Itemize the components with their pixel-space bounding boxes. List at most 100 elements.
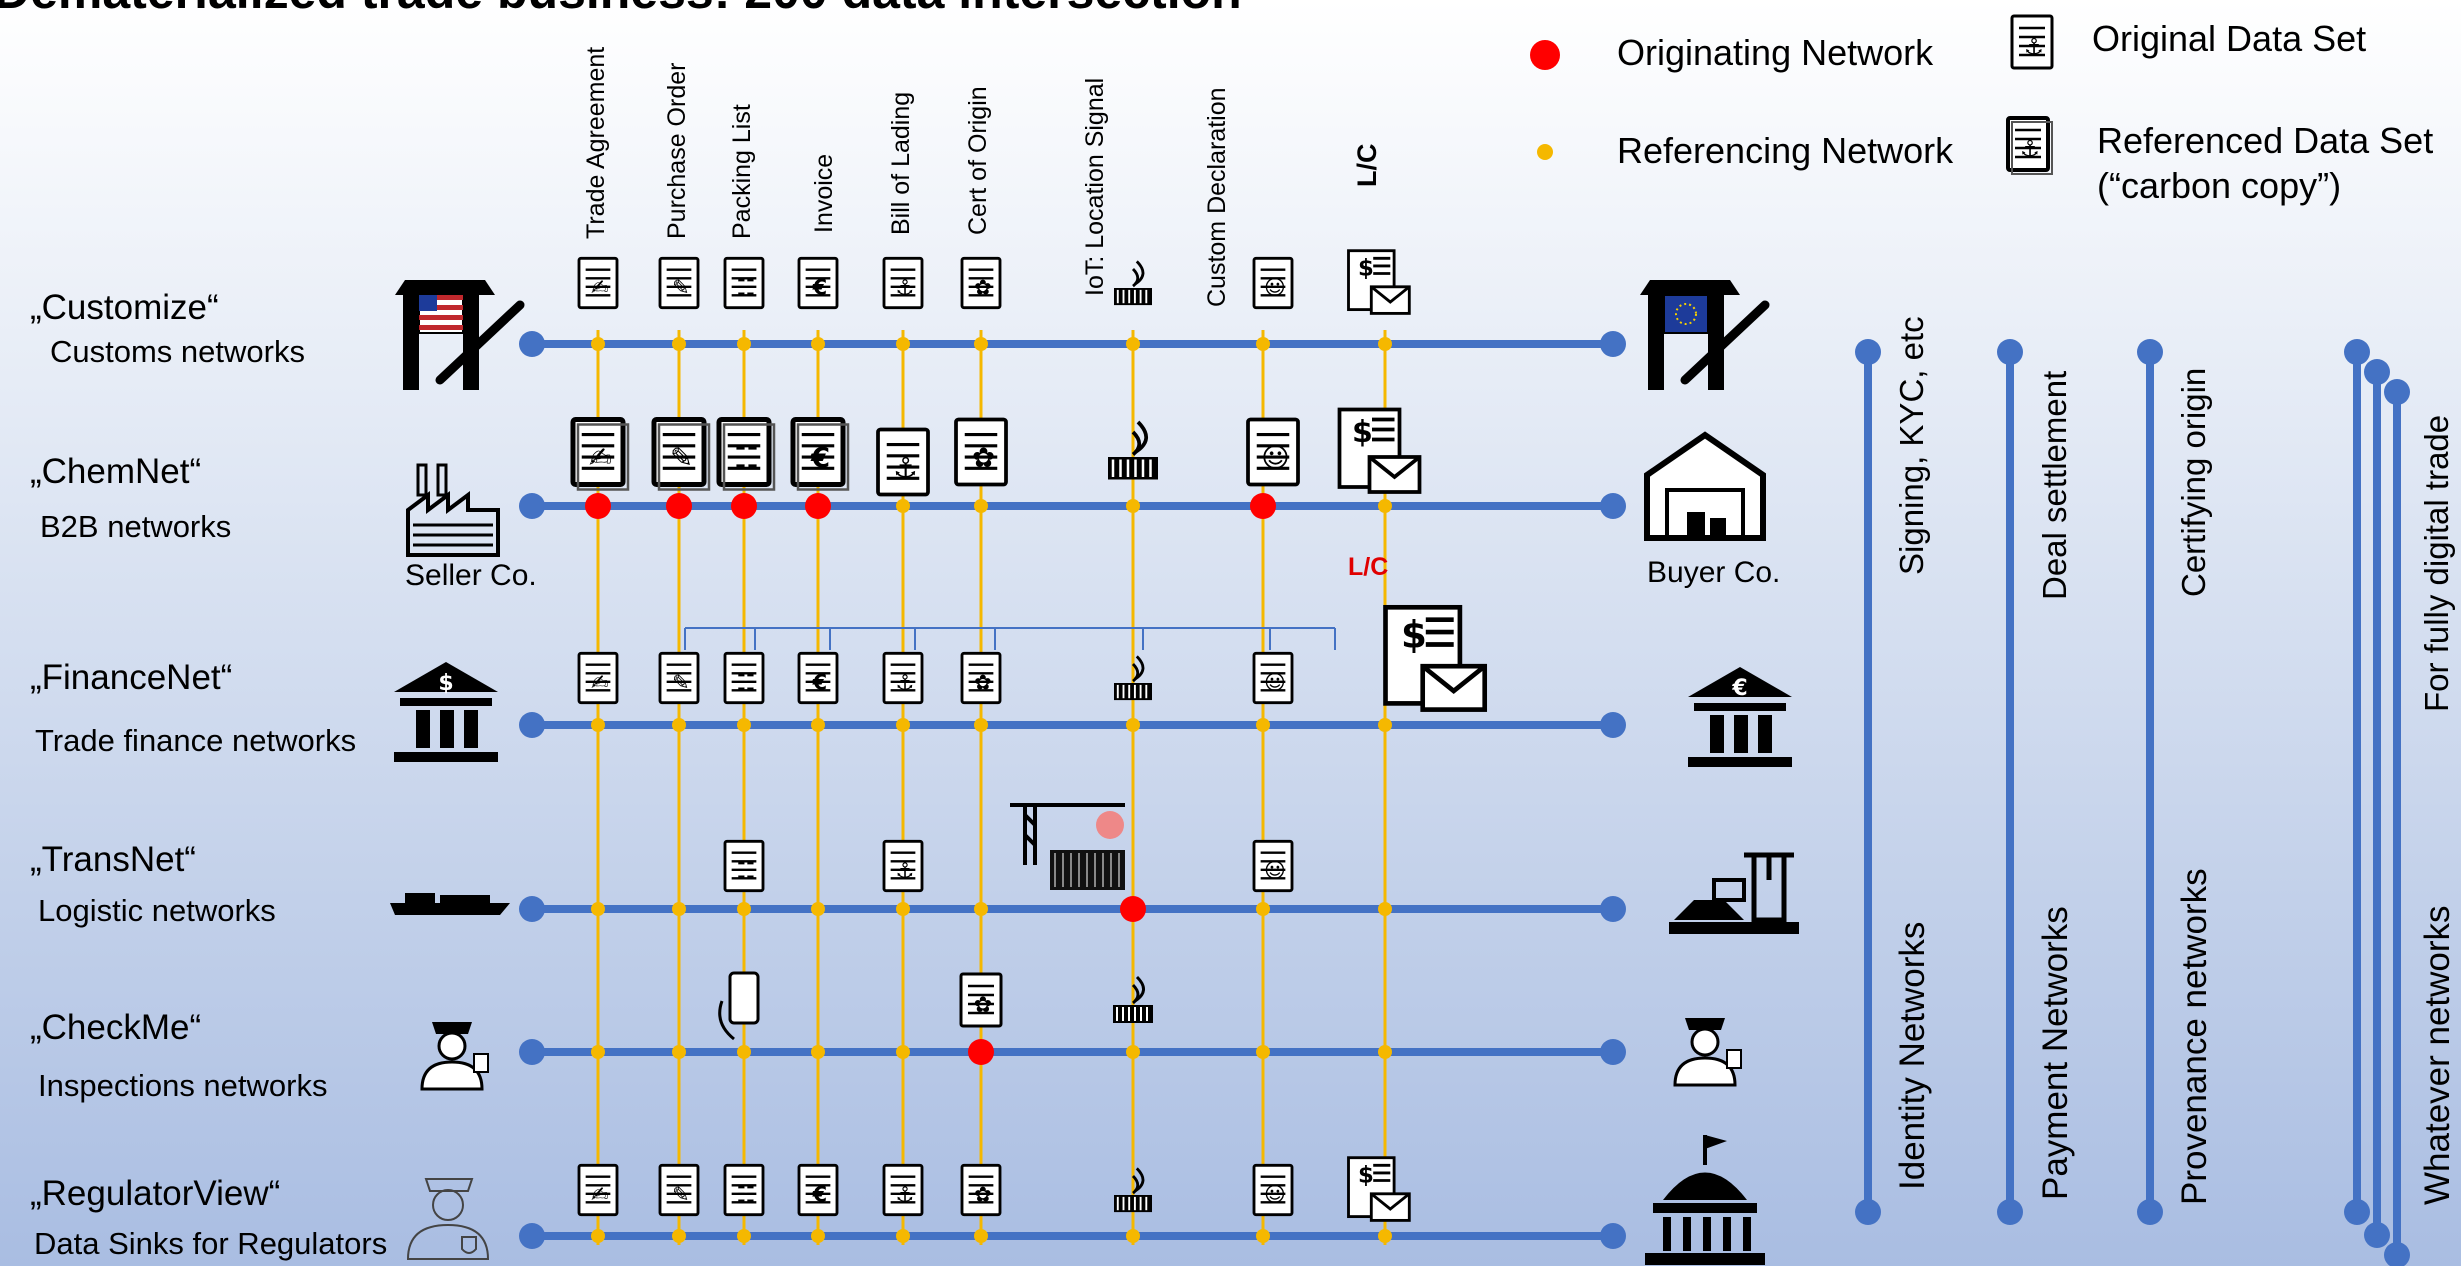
referencing-dot: [672, 337, 686, 351]
referencing-dot: [672, 1045, 686, 1059]
column-header-iot-location-signal: IoT: Location Signal: [1081, 77, 1109, 296]
referencing-dot: [672, 902, 686, 916]
document-icon-custom-declaration: ☺: [1252, 1163, 1294, 1217]
iot-signal-icon: [1114, 260, 1152, 306]
document-icon-trade-agreement: ✍: [570, 417, 630, 491]
network-endpoint: [519, 1223, 545, 1249]
document-icon-purchase-order: ✎: [658, 651, 700, 705]
side-network-provenance-top-label: Certifying origin: [2175, 367, 2212, 597]
side-network-endpoint: [2384, 1242, 2410, 1266]
legend-referenced-data-set-note: (“carbon copy”): [2097, 165, 2342, 206]
network-endpoint: [519, 712, 545, 738]
document-icon-invoice: €: [797, 256, 839, 310]
referencing-dot: [737, 337, 751, 351]
originating-dot: [968, 1039, 994, 1065]
side-network-identity-name: Identity Networks: [1893, 921, 1932, 1190]
referencing-dot: [1378, 718, 1392, 732]
inspector-icon: [1673, 1018, 1742, 1087]
legend-originating-dot: [1530, 40, 1560, 70]
referencing-dot: [1126, 499, 1140, 513]
document-icon-packing-list: ☷: [716, 417, 776, 491]
document-icon-custom-declaration: ☺: [1252, 651, 1294, 705]
referencing-dot: [672, 1229, 686, 1243]
originating-dot: [731, 493, 757, 519]
column-header-custom-declaration: Custom Declaration: [1203, 87, 1231, 307]
document-icon-trade-agreement: ✍: [577, 651, 619, 705]
document-icon-custom-declaration: ☺: [1252, 839, 1294, 893]
referencing-dot: [896, 902, 910, 916]
column-header-invoice: Invoice: [810, 153, 838, 233]
referencing-dot: [737, 902, 751, 916]
network-endpoint: [1600, 712, 1626, 738]
svg-text:✿: ✿: [974, 275, 992, 299]
svg-text:✎: ✎: [670, 442, 693, 474]
referencing-dot: [811, 337, 825, 351]
svg-text:€: €: [812, 670, 828, 694]
cargo-ship-icon: [390, 893, 510, 915]
svg-text:✍: ✍: [591, 1182, 609, 1206]
factory-icon: [406, 463, 500, 557]
document-icon-purchase-order: ✎: [658, 256, 700, 310]
document-icon-packing-list: ☷: [723, 1163, 765, 1217]
side-network-endpoint: [1855, 1199, 1881, 1225]
warehouse-icon: [1644, 431, 1766, 541]
document-icon-invoice: €: [797, 1163, 839, 1217]
legend-referencing-dot: [1537, 144, 1553, 160]
referencing-dot: [1256, 337, 1270, 351]
us-customs-booth-icon: [395, 280, 525, 390]
side-network-endpoint: [2344, 339, 2370, 365]
network-endpoint: [519, 1039, 545, 1065]
referencing-dot: [1126, 1229, 1140, 1243]
seller-caption: Seller Co.: [405, 559, 537, 592]
referencing-dot: [974, 337, 988, 351]
document-icon-cert-of-origin: ✿: [960, 1163, 1002, 1217]
document-icon-bill-of-lading: ⚓: [882, 256, 924, 310]
network-endpoint: [1600, 331, 1626, 357]
originating-dot: [585, 493, 611, 519]
document-icon-invoice: €: [790, 417, 850, 491]
referencing-dot: [1256, 902, 1270, 916]
referencing-dot: [974, 1229, 988, 1243]
network-subtitle-chemnet: B2B networks: [40, 509, 232, 544]
referencing-dot: [811, 1045, 825, 1059]
column-header-cert-of-origin: Cert of Origin: [964, 86, 992, 235]
originating-dot: [805, 493, 831, 519]
network-endpoint: [519, 493, 545, 519]
side-network-endpoint: [2364, 1222, 2390, 1248]
document-icon-bill-of-lading: ⚓: [882, 651, 924, 705]
document-icon-cert-of-origin: ✿: [960, 256, 1002, 310]
network-name-regulatorview: „RegulatorView“: [30, 1174, 281, 1213]
referencing-dot: [974, 718, 988, 732]
referencing-dot: [1126, 718, 1140, 732]
side-network-payment-name: Payment Networks: [2036, 906, 2075, 1200]
network-endpoint: [519, 896, 545, 922]
letter-of-credit-icon: $: [1337, 407, 1422, 494]
svg-text:€: €: [810, 442, 830, 474]
financenet-lc-label: L/C: [1348, 553, 1389, 581]
column-header-trade-agreement: Trade Agreement: [582, 46, 610, 239]
document-icon-cert-of-origin: ✿: [960, 651, 1002, 705]
network-endpoint: [1600, 896, 1626, 922]
inspector-icon: [420, 1022, 489, 1091]
network-endpoint: [1600, 493, 1626, 519]
svg-text:✍: ✍: [591, 670, 609, 694]
iot-signal-icon: [1108, 420, 1158, 480]
network-subtitle-financenet: Trade finance networks: [35, 723, 357, 758]
svg-text:☺: ☺: [1264, 1182, 1286, 1206]
referencing-dot: [737, 718, 751, 732]
document-icon-bill-of-lading: ⚓: [882, 839, 924, 893]
svg-text:⚓: ⚓: [2024, 35, 2044, 60]
document-icon-bill-of-lading: ⚓: [882, 1163, 924, 1217]
letter-of-credit-icon: $: [1347, 1156, 1411, 1222]
referencing-dot: [896, 1229, 910, 1243]
originating-dot: [666, 493, 692, 519]
network-name-financenet: „FinanceNet“: [30, 658, 233, 697]
side-network-endpoint: [2137, 339, 2163, 365]
legend-originating-label: Originating Network: [1617, 32, 1934, 73]
referencing-dot: [737, 1229, 751, 1243]
document-icon-custom-declaration: ☺: [1246, 417, 1300, 487]
network-subtitle-checkme: Inspections networks: [38, 1068, 328, 1103]
document-icon-bill-of-lading: ⚓: [876, 427, 930, 497]
legend-referenced-data-set-icon: ⚓: [2006, 116, 2053, 175]
referencing-dot: [591, 718, 605, 732]
